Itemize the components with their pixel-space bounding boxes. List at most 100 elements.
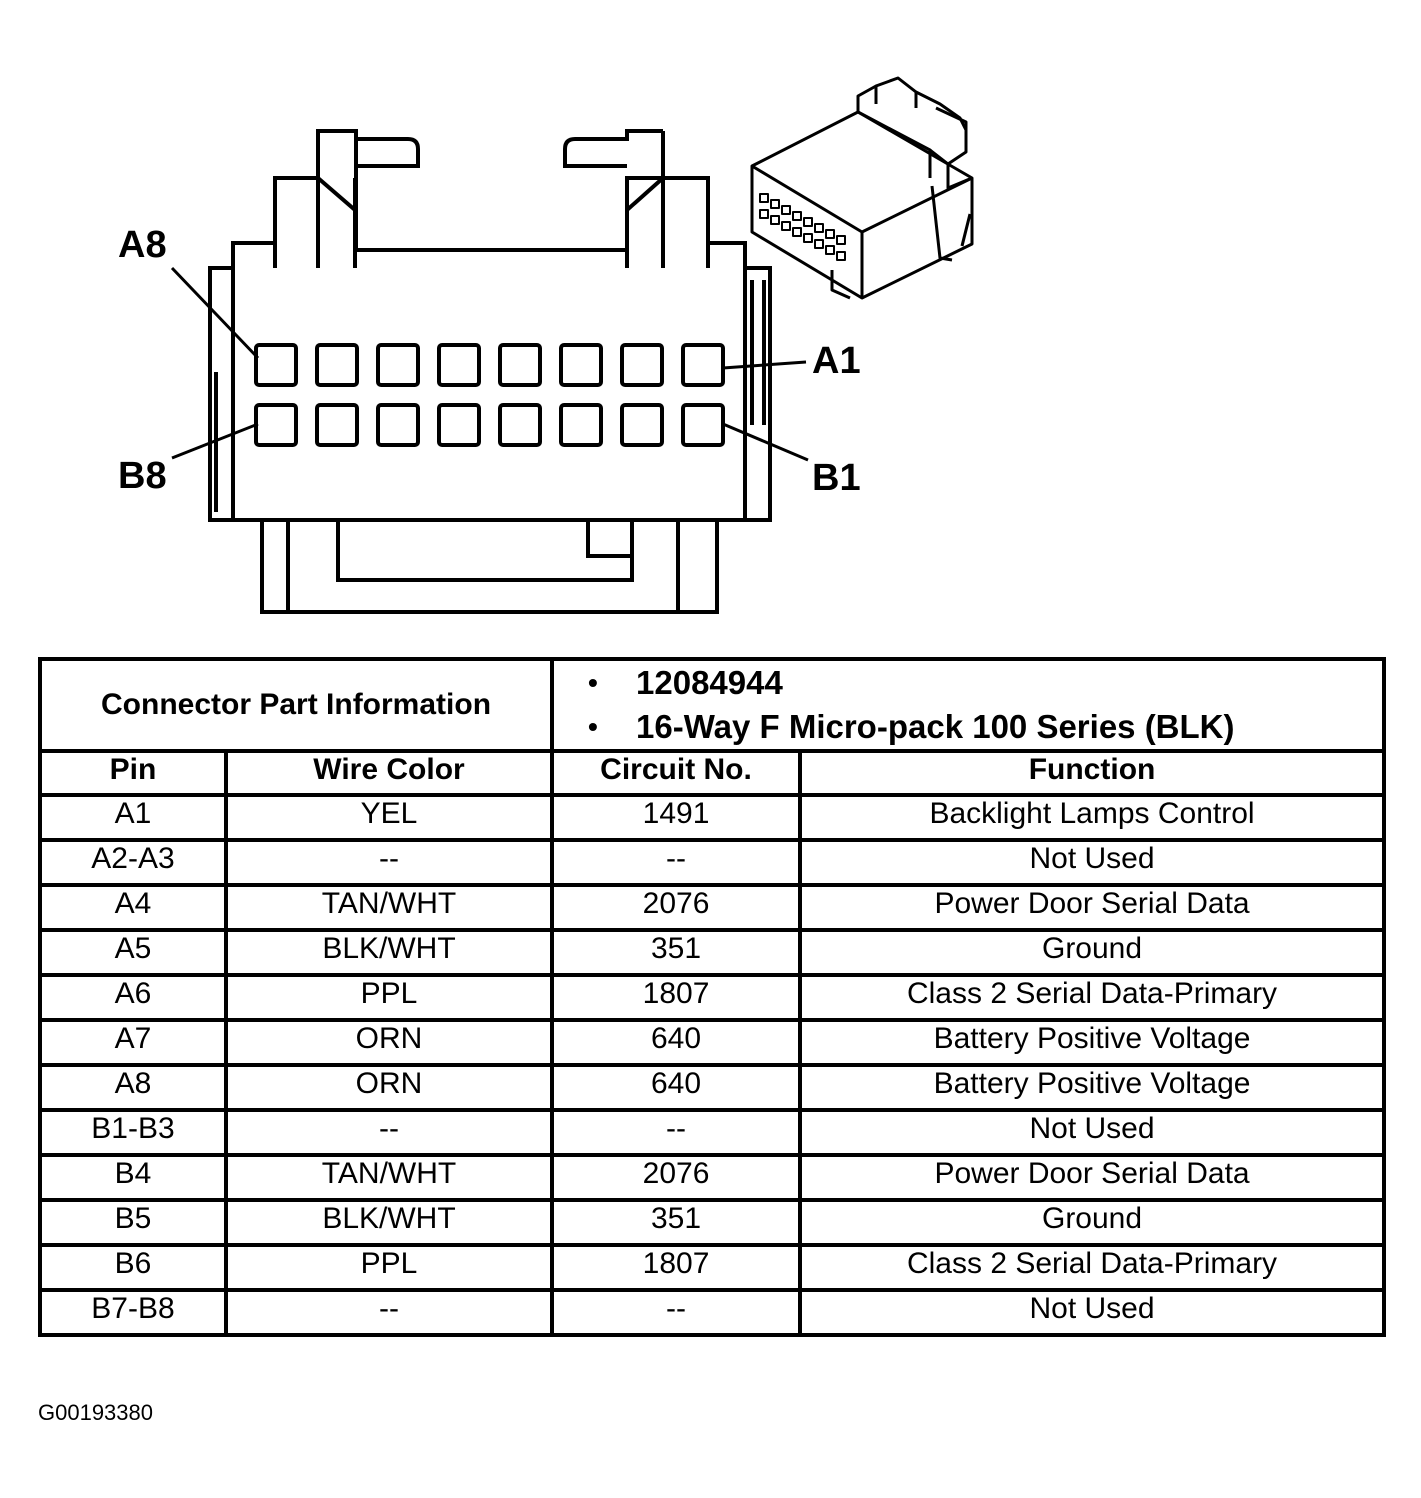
pin-cell: A2-A3 bbox=[38, 838, 228, 887]
circuit-cell: -- bbox=[550, 838, 803, 887]
part-description: •16-Way F Micro-pack 100 Series (BLK) bbox=[588, 708, 1235, 745]
function-cell: Class 2 Serial Data-Primary bbox=[798, 973, 1387, 1022]
table-row: B5 BLK/WHT 351 Ground bbox=[38, 1198, 1387, 1247]
wire-color-cell: BLK/WHT bbox=[223, 928, 555, 977]
function-cell: Power Door Serial Data bbox=[798, 883, 1387, 932]
left-latch bbox=[318, 129, 420, 168]
pin-cell: B1-B3 bbox=[38, 1108, 228, 1157]
pin-cell: A6 bbox=[38, 973, 228, 1022]
table-row: A5 BLK/WHT 351 Ground bbox=[38, 928, 1387, 977]
circuit-cell: 640 bbox=[550, 1018, 803, 1067]
part-number: •12084944 bbox=[588, 664, 783, 701]
function-cell: Ground bbox=[798, 928, 1387, 977]
header-wire-color: Wire Color bbox=[223, 749, 555, 797]
wire-color-cell: PPL bbox=[223, 973, 555, 1022]
wire-color-cell: TAN/WHT bbox=[223, 883, 555, 932]
pin-label-a1: A1 bbox=[812, 340, 861, 382]
connector-face-view bbox=[208, 129, 772, 614]
function-cell: Not Used bbox=[798, 1108, 1387, 1157]
pin-cell: A8 bbox=[38, 1063, 228, 1112]
pin-cavities bbox=[254, 343, 725, 447]
circuit-cell: 2076 bbox=[550, 1153, 803, 1202]
right-latch bbox=[563, 129, 663, 168]
pin-cavity-b8 bbox=[254, 403, 298, 447]
function-cell: Not Used bbox=[798, 838, 1387, 887]
function-cell: Battery Positive Voltage bbox=[798, 1018, 1387, 1067]
circuit-cell: -- bbox=[550, 1108, 803, 1157]
part-info-cell: •12084944 •16-Way F Micro-pack 100 Serie… bbox=[550, 657, 1387, 753]
table-row: B7-B8 -- -- Not Used bbox=[38, 1288, 1387, 1337]
function-cell: Class 2 Serial Data-Primary bbox=[798, 1243, 1387, 1292]
wire-color-cell: -- bbox=[223, 838, 555, 887]
circuit-cell: 351 bbox=[550, 1198, 803, 1247]
pin-leader-lines bbox=[170, 266, 809, 462]
pin-cavity-a8 bbox=[254, 343, 298, 387]
table-row: A7 ORN 640 Battery Positive Voltage bbox=[38, 1018, 1387, 1067]
pin-cell: A7 bbox=[38, 1018, 228, 1067]
pin-cavity-a6 bbox=[376, 343, 420, 387]
pin-label-a8: A8 bbox=[118, 224, 167, 266]
figure-id: G00193380 bbox=[38, 1400, 153, 1425]
pin-label-b1: B1 bbox=[812, 457, 861, 499]
pin-cavity-b7 bbox=[315, 403, 359, 447]
pin-cavity-b4 bbox=[498, 403, 542, 447]
pin-cell: A5 bbox=[38, 928, 228, 977]
circuit-cell: 2076 bbox=[550, 883, 803, 932]
pin-cell: B4 bbox=[38, 1153, 228, 1202]
pin-cavity-a3 bbox=[559, 343, 603, 387]
table-row: A2-A3 -- -- Not Used bbox=[38, 838, 1387, 887]
circuit-cell: 640 bbox=[550, 1063, 803, 1112]
pin-cell: A1 bbox=[38, 793, 228, 842]
wire-color-cell: ORN bbox=[223, 1018, 555, 1067]
wire-color-cell: ORN bbox=[223, 1063, 555, 1112]
pin-cavity-a5 bbox=[437, 343, 481, 387]
header-function: Function bbox=[798, 749, 1387, 797]
pin-cavity-a1 bbox=[681, 343, 725, 387]
wire-color-cell: -- bbox=[223, 1288, 555, 1337]
circuit-cell: 351 bbox=[550, 928, 803, 977]
table-row: A1 YEL 1491 Backlight Lamps Control bbox=[38, 793, 1387, 842]
function-cell: Not Used bbox=[798, 1288, 1387, 1337]
table-row: B1-B3 -- -- Not Used bbox=[38, 1108, 1387, 1157]
header-pin: Pin bbox=[38, 749, 228, 797]
function-cell: Backlight Lamps Control bbox=[798, 793, 1387, 842]
connector-housing-outline bbox=[208, 129, 772, 522]
isometric-pin-cavities bbox=[759, 193, 846, 261]
circuit-cell: 1491 bbox=[550, 793, 803, 842]
wire-color-cell: BLK/WHT bbox=[223, 1198, 555, 1247]
pin-cell: B7-B8 bbox=[38, 1288, 228, 1337]
header-circuit-no: Circuit No. bbox=[550, 749, 803, 797]
wire-color-cell: -- bbox=[223, 1108, 555, 1157]
pin-cavity-b6 bbox=[376, 403, 420, 447]
pin-cavity-a4 bbox=[498, 343, 542, 387]
pin-cell: B5 bbox=[38, 1198, 228, 1247]
connector-part-info-title: Connector Part Information bbox=[37, 657, 555, 753]
pin-cell: A4 bbox=[38, 883, 228, 932]
pin-cavity-b2 bbox=[620, 403, 664, 447]
pin-cavity-b1 bbox=[681, 403, 725, 447]
pin-cell: B6 bbox=[38, 1243, 228, 1292]
connector-isometric-view bbox=[750, 76, 974, 300]
connector-pinout-table: Connector Part Information •12084944 •16… bbox=[37, 657, 1387, 1337]
circuit-cell: 1807 bbox=[550, 1243, 803, 1292]
pin-cavity-b5 bbox=[437, 403, 481, 447]
part-info-list: •12084944 •16-Way F Micro-pack 100 Serie… bbox=[556, 663, 1380, 747]
pin-label-b8: B8 bbox=[118, 455, 167, 497]
circuit-cell: -- bbox=[550, 1288, 803, 1337]
function-cell: Ground bbox=[798, 1198, 1387, 1247]
wire-color-cell: TAN/WHT bbox=[223, 1153, 555, 1202]
pin-cavity-a7 bbox=[315, 343, 359, 387]
wire-color-cell: PPL bbox=[223, 1243, 555, 1292]
pin-cavity-a2 bbox=[620, 343, 664, 387]
function-cell: Battery Positive Voltage bbox=[798, 1063, 1387, 1112]
table-row: B6 PPL 1807 Class 2 Serial Data-Primary bbox=[38, 1243, 1387, 1292]
part-info-row: Connector Part Information •12084944 •16… bbox=[37, 657, 1387, 753]
connector-diagram: A8 A1 B8 B1 bbox=[118, 76, 974, 614]
pin-cavity-b3 bbox=[559, 403, 603, 447]
table-row: A6 PPL 1807 Class 2 Serial Data-Primary bbox=[38, 973, 1387, 1022]
table-header-row: Pin Wire Color Circuit No. Function bbox=[38, 749, 1387, 797]
wire-color-cell: YEL bbox=[223, 793, 555, 842]
function-cell: Power Door Serial Data bbox=[798, 1153, 1387, 1202]
circuit-cell: 1807 bbox=[550, 973, 803, 1022]
connector-bottom-skirt bbox=[260, 520, 719, 614]
